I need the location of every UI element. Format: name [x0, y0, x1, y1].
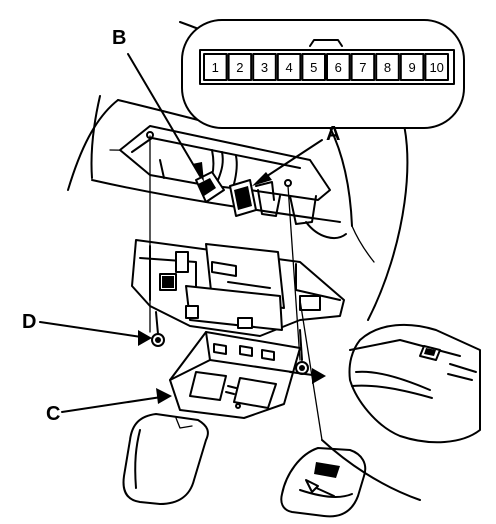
connector-pin-number: 9 — [408, 60, 415, 75]
screw-guide-lines — [149, 135, 323, 441]
callout-d-label: D — [22, 311, 36, 333]
lens-cover-right — [280, 447, 367, 518]
connector-pin-cell — [227, 53, 253, 81]
connector-pin-number: 8 — [384, 60, 391, 75]
connector-pin-row: 1 2 3 4 5 6 7 8 9 10 — [203, 53, 449, 81]
callout-b-label: B — [112, 27, 126, 49]
console-frame — [131, 239, 345, 337]
connector-face: 1 2 3 4 5 6 7 8 9 10 — [181, 19, 465, 129]
connector-pin-cell — [252, 53, 277, 81]
callout-leaders — [39, 53, 323, 413]
screw-right — [295, 329, 309, 375]
connector-pin-number: 6 — [335, 60, 342, 75]
connector-pin-number: 7 — [359, 60, 366, 75]
callout-c-label: C — [46, 403, 60, 425]
screw-d — [151, 311, 165, 347]
connector-pin-cell — [276, 53, 302, 81]
connector-pin-number: 3 — [261, 60, 268, 75]
callout-a-label: A — [326, 123, 340, 145]
detail-arrow — [289, 368, 326, 384]
connector-pin-cell — [424, 53, 449, 81]
connector-pin-cell — [203, 53, 228, 81]
connector-pin-cell — [326, 53, 351, 81]
connector-pin-number: 1 — [212, 60, 219, 75]
connector-pin-cell — [350, 53, 376, 81]
connector-a — [229, 155, 275, 217]
connector-pin-cell — [375, 53, 400, 81]
roof-mount-bracket — [119, 125, 347, 239]
connector-pin-cell — [399, 53, 425, 81]
connector-pin-number: 10 — [429, 60, 443, 75]
detail-view — [348, 323, 481, 444]
connector-pin-number: 4 — [285, 60, 292, 75]
connector-pin-number: 2 — [236, 60, 243, 75]
connector-pin-cell — [301, 53, 326, 81]
console-c — [169, 331, 301, 419]
connector-pin-number: 5 — [310, 60, 317, 75]
lens-cover-left — [122, 413, 209, 505]
